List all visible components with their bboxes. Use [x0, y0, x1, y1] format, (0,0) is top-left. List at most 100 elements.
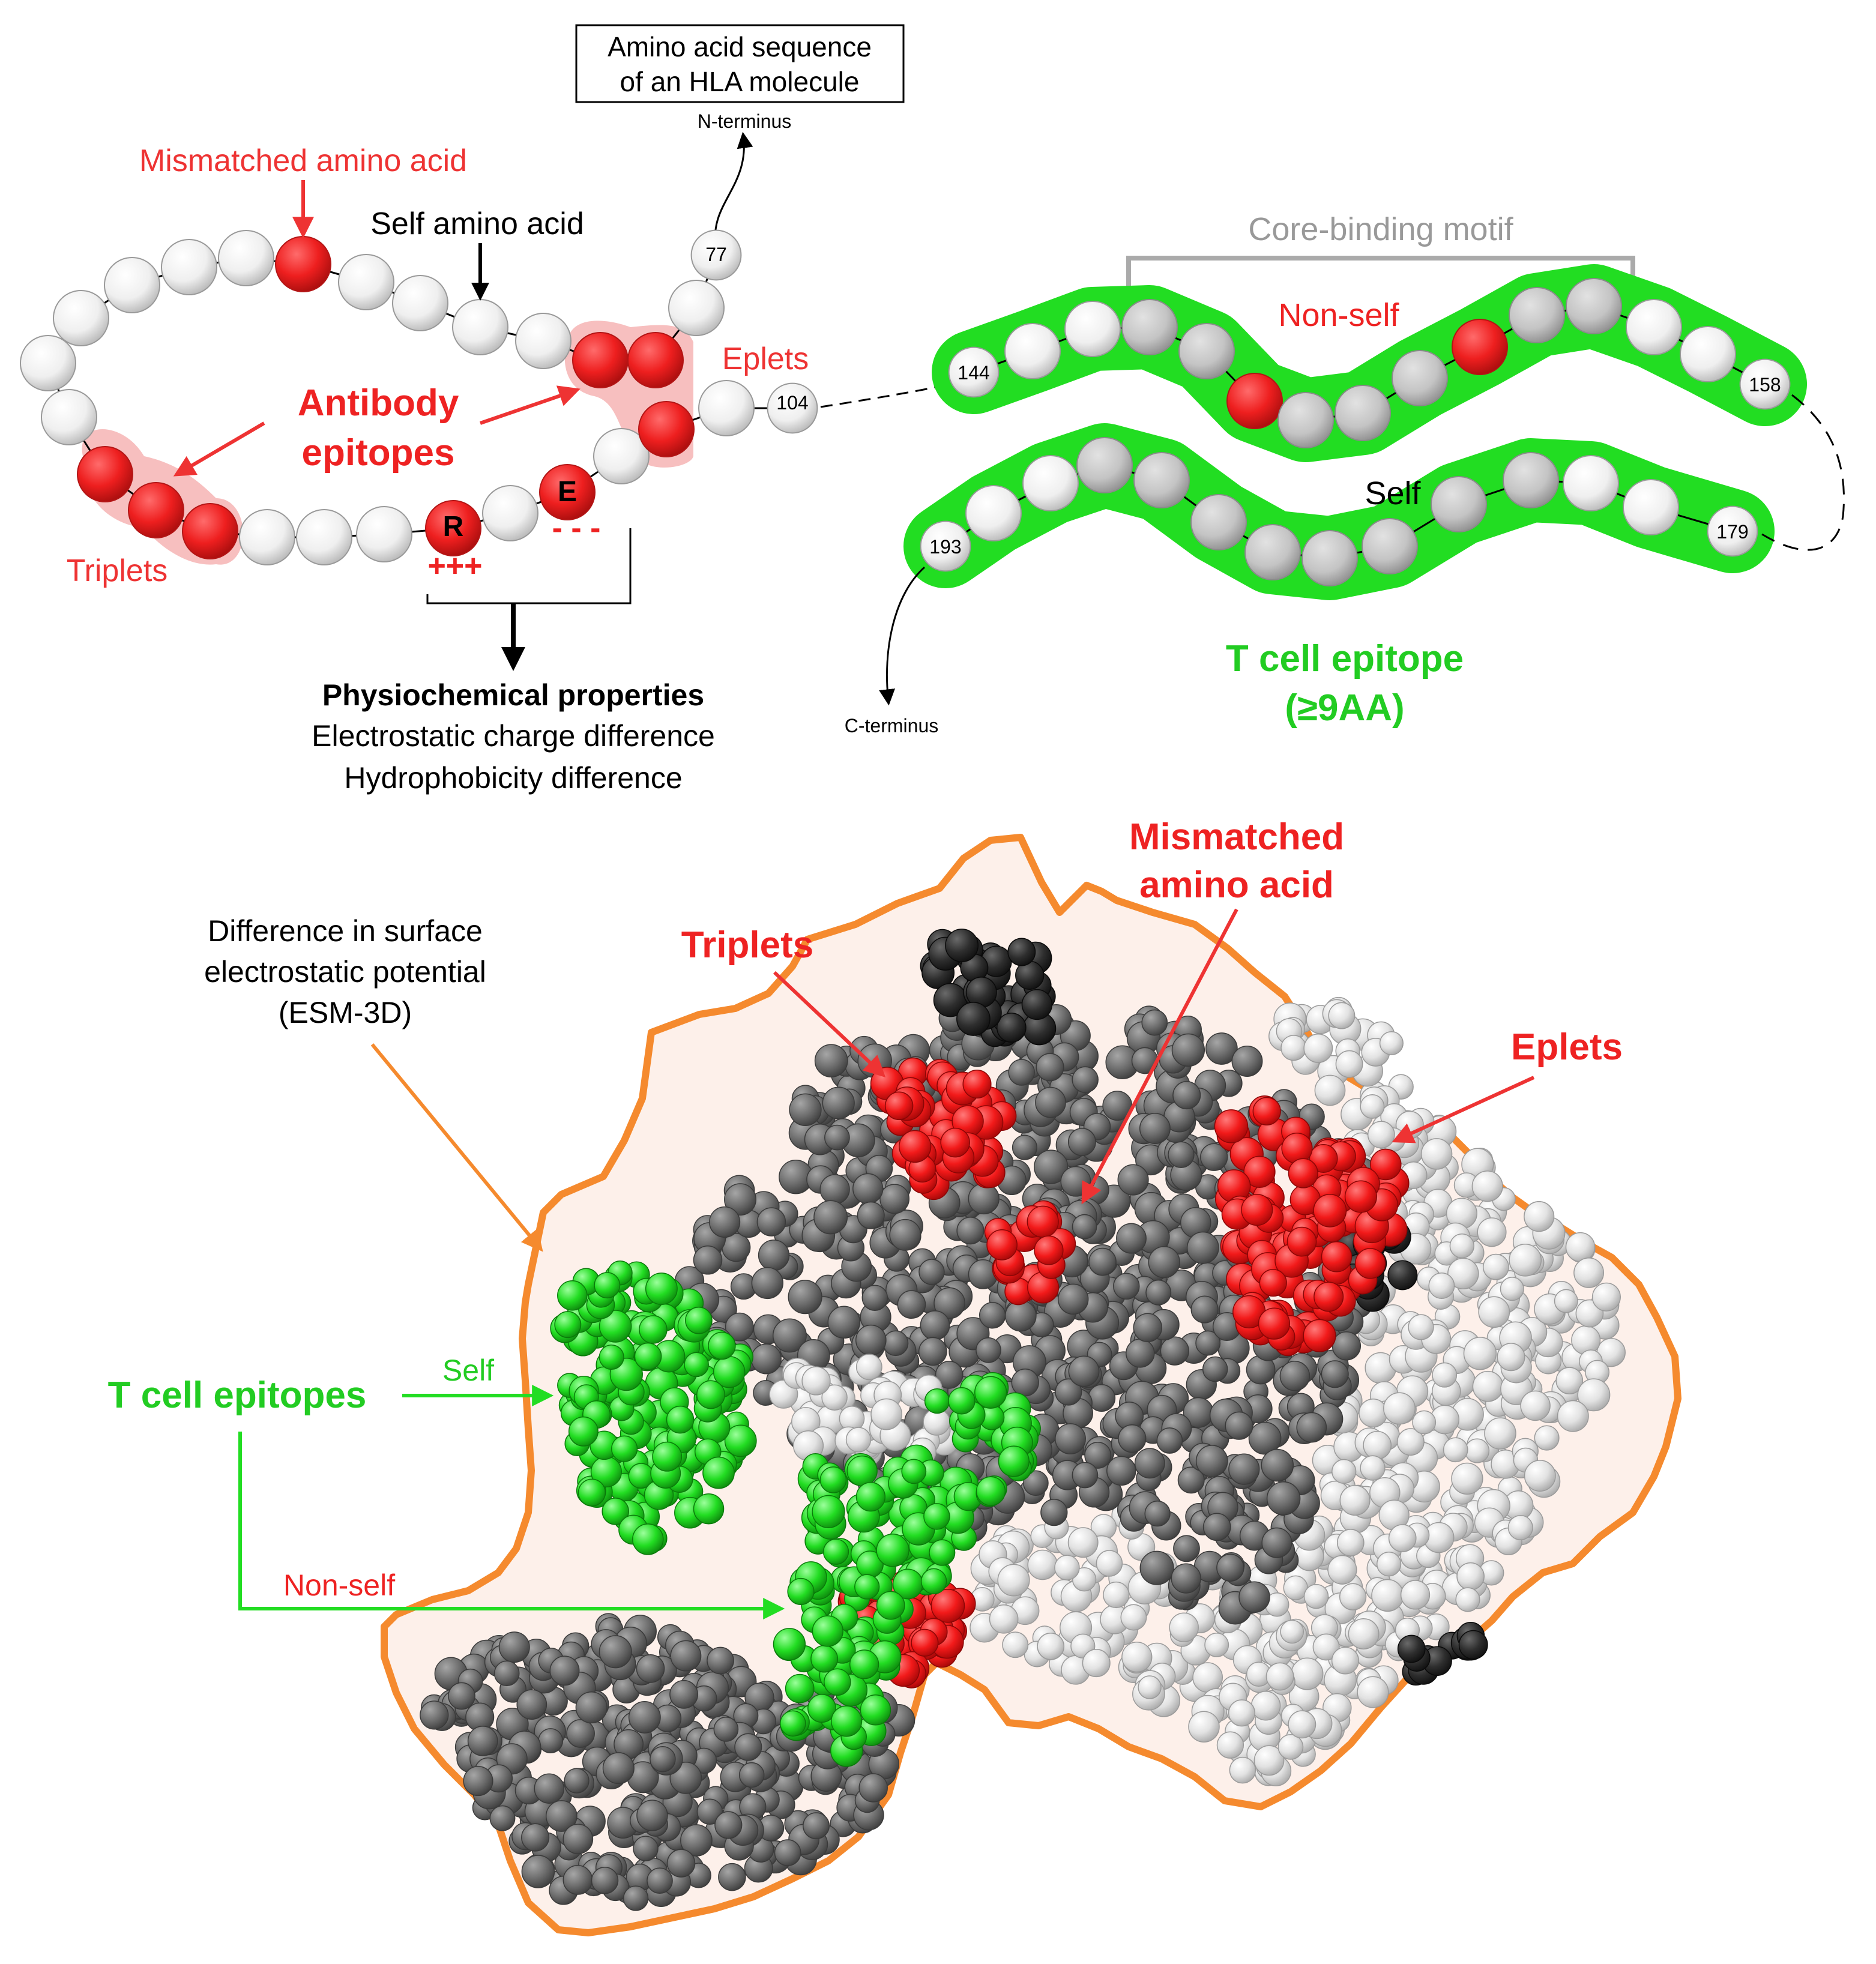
- gray-atom: [1057, 1283, 1089, 1315]
- light-atom: [1478, 1296, 1510, 1328]
- mismatched-residue: [182, 503, 238, 559]
- antibody-arrow-eplets: [480, 385, 581, 425]
- physiochemical-line1: Electrostatic charge difference: [312, 719, 715, 753]
- connector-104-144: [820, 383, 950, 408]
- green-atom: [568, 1416, 599, 1447]
- dark-atom: [996, 1013, 1027, 1043]
- light-atom: [1363, 1430, 1392, 1460]
- gray-atom: [420, 1700, 449, 1730]
- core-motif-residue: [1335, 385, 1391, 441]
- light-atom: [1360, 1094, 1385, 1119]
- bottom-mismatched-arrow: [1081, 908, 1238, 1205]
- gray-atom: [1279, 1361, 1310, 1391]
- light-atom: [1367, 1121, 1395, 1149]
- gray-atom: [636, 1800, 668, 1831]
- gray-atom: [1023, 1470, 1049, 1496]
- gray-atom: [920, 1310, 950, 1340]
- gray-atom: [521, 1823, 550, 1852]
- light-atom: [1357, 1676, 1389, 1708]
- self-residue: [104, 257, 160, 313]
- green-atom: [785, 1673, 815, 1703]
- core-motif-residue: [1509, 287, 1565, 343]
- core-motif-residue: [1121, 299, 1178, 355]
- gray-atom: [602, 1752, 635, 1785]
- gray-atom: [819, 1174, 850, 1205]
- light-atom: [1072, 1567, 1097, 1592]
- physiochemical-line2: Hydrophobicity difference: [344, 761, 682, 795]
- mismatched-residue: [638, 401, 695, 457]
- green-atom: [929, 1539, 956, 1566]
- bottom-triplets-label: Triplets: [681, 924, 814, 966]
- green-atom: [602, 1498, 629, 1525]
- light-atom: [1464, 1438, 1490, 1463]
- surface-label-line3: (ESM-3D): [279, 996, 412, 1029]
- green-atom: [724, 1424, 757, 1457]
- light-atom: [821, 1384, 848, 1411]
- gray-atom: [1072, 1214, 1097, 1240]
- green-atom: [696, 1380, 725, 1409]
- light-atom: [1303, 1583, 1329, 1609]
- red-atom: [1252, 1097, 1281, 1125]
- light-atom: [1573, 1257, 1605, 1288]
- gray-atom: [734, 1733, 762, 1761]
- t-cell-epitope-panel: Core-binding motif 144 158 179 193 Non-s…: [845, 211, 1845, 736]
- gray-atom: [722, 1233, 751, 1262]
- gray-atom: [489, 1805, 516, 1831]
- light-atom: [1314, 1074, 1346, 1106]
- green-atom: [685, 1306, 713, 1334]
- red-atom: [1258, 1307, 1291, 1340]
- light-atom: [1408, 1314, 1434, 1340]
- red-atom: [1286, 1226, 1317, 1257]
- structure-panel: Difference in surface electrostatic pote…: [108, 816, 1681, 1936]
- gray-atom: [1231, 1046, 1263, 1077]
- light-atom: [1228, 1699, 1256, 1727]
- light-atom: [1348, 1618, 1380, 1649]
- bottom-t-cell-epitopes-label: T cell epitopes: [108, 1375, 367, 1416]
- gray-atom: [788, 1280, 822, 1315]
- light-atom: [1412, 1410, 1437, 1435]
- light-atom: [1204, 1632, 1229, 1657]
- self-residue: [482, 485, 538, 541]
- light-atom: [1277, 1734, 1304, 1760]
- self-residue: [161, 239, 217, 295]
- light-atom: [1103, 1581, 1130, 1609]
- light-atom: [1121, 1641, 1153, 1673]
- light-atom: [1328, 1002, 1356, 1029]
- gray-atom: [1055, 1378, 1082, 1406]
- green-atom: [822, 1538, 849, 1565]
- core-motif-residue: [1362, 518, 1418, 574]
- gray-atom: [1117, 1164, 1149, 1196]
- self-residue: [41, 389, 97, 445]
- light-atom: [1497, 1343, 1525, 1372]
- bottom-eplets-label: Eplets: [1511, 1026, 1623, 1068]
- gray-atom: [575, 1691, 608, 1724]
- triplets-label: Triplets: [67, 553, 168, 588]
- gray-atom: [1106, 1456, 1136, 1486]
- gray-atom: [1139, 1550, 1174, 1585]
- light-atom: [997, 1564, 1030, 1597]
- gray-atom: [1195, 1445, 1228, 1477]
- light-atom: [1280, 1619, 1304, 1644]
- gray-atom: [566, 1719, 595, 1748]
- gray-atom: [1172, 1081, 1201, 1110]
- green-atom: [854, 1574, 880, 1600]
- light-atom: [1447, 1258, 1479, 1290]
- gray-atom: [1148, 1246, 1180, 1279]
- green-atom: [855, 1481, 886, 1512]
- red-atom: [1370, 1148, 1402, 1181]
- light-atom: [1524, 1201, 1555, 1232]
- gray-atom: [814, 1044, 848, 1078]
- surface-arrow: [370, 1043, 543, 1252]
- light-atom: [1471, 1170, 1503, 1202]
- light-atom: [1554, 1289, 1578, 1313]
- gray-atom: [623, 1885, 649, 1911]
- red-atom: [1303, 1319, 1336, 1352]
- gray-atom: [879, 1184, 910, 1214]
- n-terminus-line: [714, 131, 753, 247]
- position-193: 193: [929, 536, 961, 558]
- core-motif-residue: [1244, 524, 1301, 580]
- light-atom: [1388, 1524, 1417, 1552]
- gray-atom: [756, 1207, 786, 1237]
- dark-atom: [1021, 989, 1053, 1020]
- gray-atom: [1171, 1033, 1205, 1067]
